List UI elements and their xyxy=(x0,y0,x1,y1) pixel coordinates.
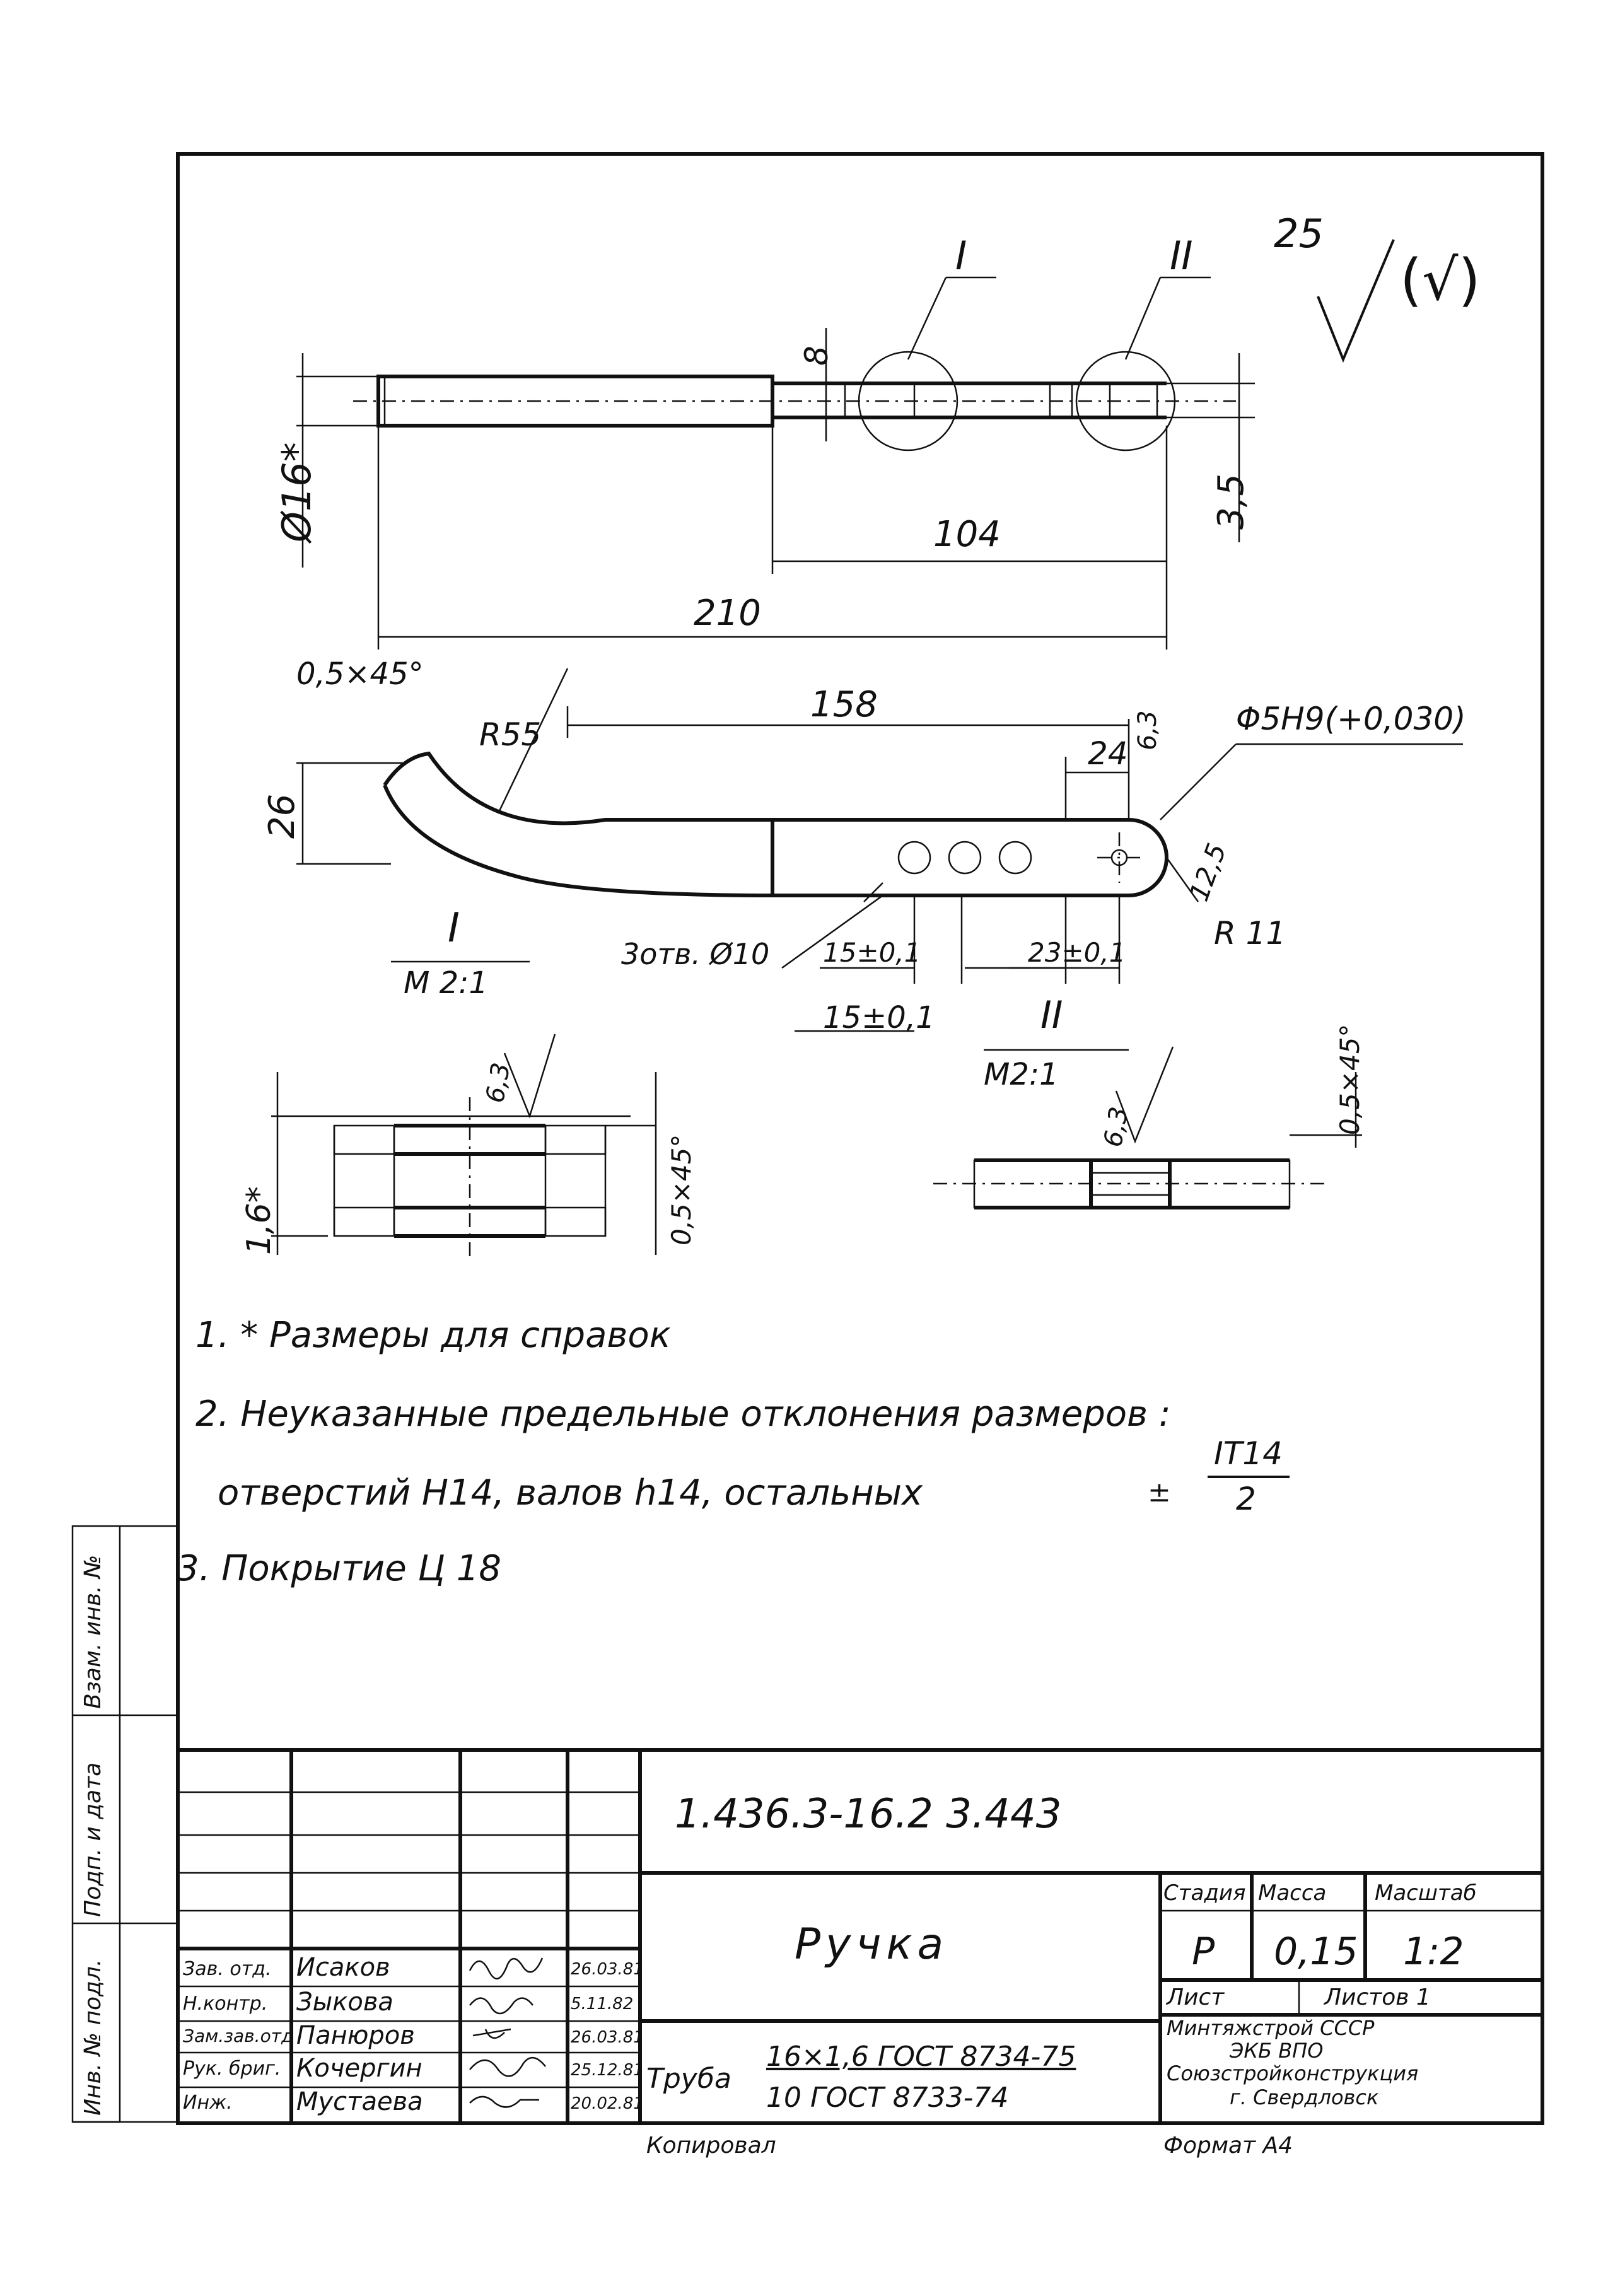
dim-104: 104 xyxy=(933,514,1001,555)
chamfer-label-top: 0,5×45° xyxy=(296,656,424,692)
detail-ii xyxy=(933,1046,1362,1209)
side-label-vzam-inv: Взам. инв. № xyxy=(80,1554,106,1709)
sheet-frame xyxy=(176,152,1544,2125)
org-line-4: г. Свердловск xyxy=(1230,2085,1379,2109)
sign-role: Инж. xyxy=(183,2092,233,2114)
tolerance-fraction-bar xyxy=(1208,1476,1290,1478)
org-line-3: Союзстройконструкция xyxy=(1167,2061,1419,2085)
tolerance-sign: ± xyxy=(1148,1476,1171,1508)
sign-name: Исаков xyxy=(296,1953,390,1982)
detail-i-chamfer: 0,5×45° xyxy=(666,1134,697,1245)
sign-date: 5.11.82 xyxy=(571,1995,634,2013)
value-scale: 1:2 xyxy=(1403,1930,1464,1974)
part-name: Ручка xyxy=(795,1920,949,1969)
hole-3 xyxy=(998,841,1032,875)
side-label-inv-podl: Инв. № подл. xyxy=(80,1959,106,2116)
material-prefix: Труба xyxy=(646,2063,731,2095)
title-block-grid xyxy=(176,1748,1542,2123)
dim-24: 24 xyxy=(1088,735,1128,772)
sign-role: Зам.зав.отд xyxy=(183,2025,294,2046)
dim-hole-tolerance: Φ5H9(+0,030) xyxy=(1236,701,1466,737)
sign-date: 25.12.81 xyxy=(571,2061,644,2080)
header-stage: Стадия xyxy=(1163,1880,1246,1906)
note-1: 1. * Размеры для справок xyxy=(195,1315,671,1356)
sheet-label: Лист xyxy=(1167,1984,1225,2010)
detail-i-scale: M 2:1 xyxy=(404,965,488,1001)
hole-2 xyxy=(948,841,982,875)
sign-date: 26.03.81 xyxy=(571,1960,644,1979)
sign-role: Зав. отд. xyxy=(183,1958,272,1980)
org-line-2: ЭКБ ВПО xyxy=(1230,2039,1324,2063)
dim-r55: R55 xyxy=(479,716,542,753)
sign-date: 20.02.81 xyxy=(571,2094,644,2113)
main-view-bent xyxy=(296,668,1463,1032)
callout-label-ii: II xyxy=(1170,233,1193,279)
sign-name: Мустаева xyxy=(296,2087,423,2116)
sign-name: Панюров xyxy=(296,2021,415,2050)
dim-210: 210 xyxy=(694,593,761,634)
dim-158: 158 xyxy=(810,684,878,725)
note-3: 3. Покрытие Ц 18 xyxy=(177,1548,501,1589)
callout-circle-ii xyxy=(1075,351,1176,452)
detail-ii-title: II xyxy=(1040,993,1063,1037)
dim-1-6: 1,6* xyxy=(240,1186,278,1255)
dim-26: 26 xyxy=(262,793,303,839)
tolerance-denominator: 2 xyxy=(1236,1481,1256,1517)
roughness-general-value: 25 xyxy=(1274,211,1324,257)
material-line-2: 10 ГОСТ 8733-74 xyxy=(766,2082,1009,2114)
detail-i xyxy=(271,960,657,1261)
hole-1 xyxy=(897,841,931,875)
detail-ii-chamfer: 0,5×45° xyxy=(1334,1023,1365,1135)
sign-role: Н.контр. xyxy=(183,1993,268,2015)
left-side-columns xyxy=(71,1525,178,2123)
org-line-1: Минтяжстрой СССР xyxy=(1167,2016,1375,2040)
main-view-top xyxy=(296,239,1395,650)
dim-15-a: 15±0,1 xyxy=(823,937,921,968)
value-mass: 0,15 xyxy=(1274,1930,1358,1974)
dim-diameter-16: Ø16* xyxy=(274,442,320,542)
dim-r11: R 11 xyxy=(1214,915,1286,952)
detail-i-title: I xyxy=(448,905,460,952)
sign-date: 26.03.81 xyxy=(571,2028,644,2047)
dim-3-5: 3,5 xyxy=(1211,473,1252,530)
callout-label-i: I xyxy=(955,233,967,279)
dim-8: 8 xyxy=(798,346,835,366)
sign-role: Рук. бриг. xyxy=(183,2058,281,2080)
roughness-hole: 6,3 xyxy=(1133,710,1162,750)
side-label-podp-data: Подп. и дата xyxy=(80,1762,106,1917)
sheets-label: Листов 1 xyxy=(1324,1984,1431,2010)
value-stage: Р xyxy=(1192,1930,1215,1974)
tolerance-numerator: IT14 xyxy=(1214,1435,1283,1472)
dim-15-b: 15±0,1 xyxy=(823,1000,935,1035)
detail-ii-roughness: 6,3 xyxy=(1098,1104,1134,1150)
note-2: 2. Неуказанные предельные отклонения раз… xyxy=(195,1394,1171,1435)
detail-ii-scale: M2:1 xyxy=(984,1057,1059,1092)
header-mass: Масса xyxy=(1258,1880,1327,1906)
holes-note: 3отв. Ø10 xyxy=(621,937,770,971)
material-line-1: 16×1,6 ГОСТ 8734-75 xyxy=(766,2041,1076,2073)
document-designation: 1.436.3-16.2 3.443 xyxy=(675,1791,1062,1838)
dim-23: 23±0,1 xyxy=(1028,937,1126,968)
copied-label: Копировал xyxy=(646,2133,776,2159)
callout-circle-i xyxy=(858,351,958,452)
sign-name: Кочергин xyxy=(296,2054,422,2083)
note-2-continued: отверстий H14, валов h14, остальных xyxy=(218,1472,923,1513)
sign-name: Зыкова xyxy=(296,1988,393,2017)
header-scale: Масштаб xyxy=(1375,1880,1477,1906)
detail-i-roughness: 6,3 xyxy=(481,1060,516,1105)
format-label: Формат А4 xyxy=(1163,2133,1293,2159)
roughness-paren: (√) xyxy=(1400,247,1481,313)
